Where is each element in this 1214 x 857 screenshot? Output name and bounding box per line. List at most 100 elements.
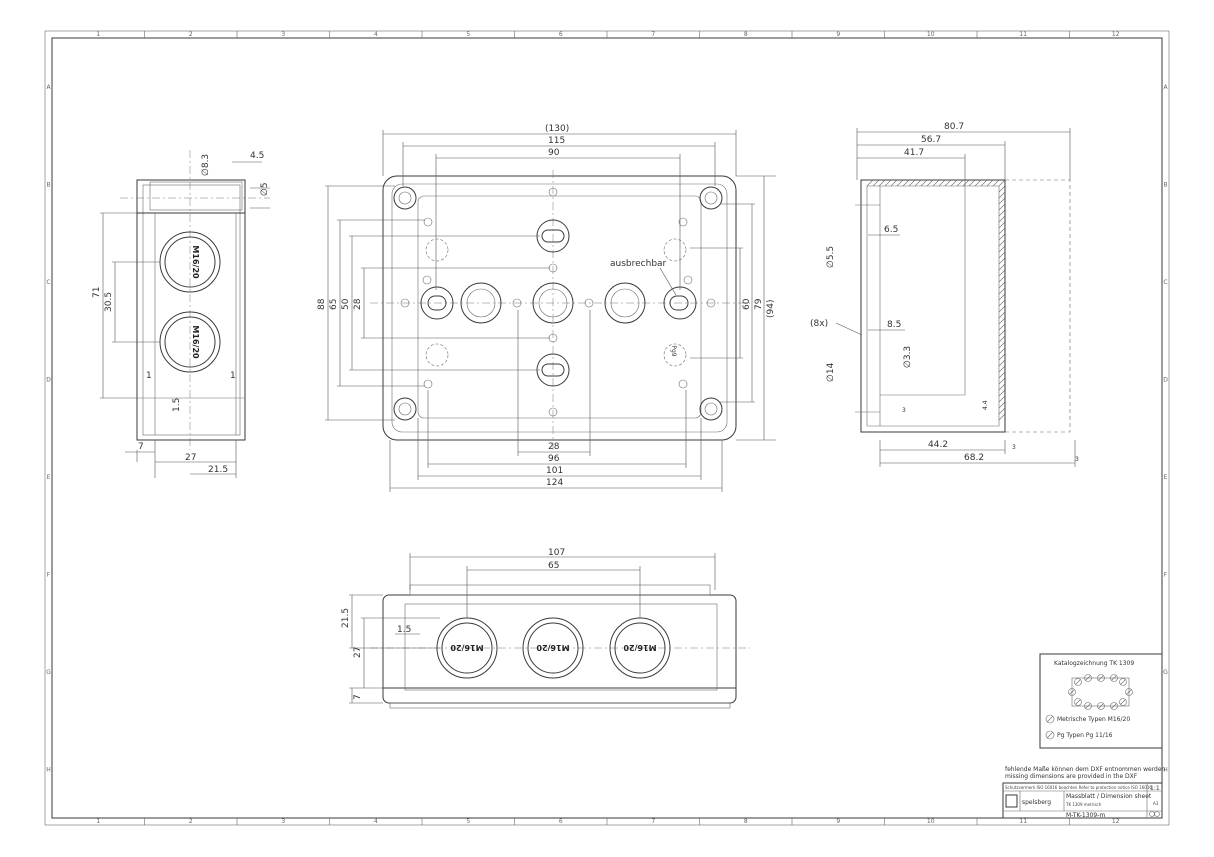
catalog-hole-slash xyxy=(1120,679,1126,685)
hatch-line xyxy=(998,335,1006,343)
left-dim-71: 71 xyxy=(92,287,102,298)
hatch-line xyxy=(896,179,904,187)
row-label-left: B xyxy=(46,181,50,188)
catalog-hole xyxy=(1110,702,1118,710)
column-label-bottom: 2 xyxy=(189,818,193,825)
catalog-hole-slash xyxy=(1075,699,1081,705)
right-dim-4-4: 4.4 xyxy=(982,400,989,410)
hatch-line xyxy=(872,179,880,187)
front-dim-88: 88 xyxy=(317,298,327,310)
catalog-hole-slash xyxy=(1075,679,1081,685)
column-label-top: 7 xyxy=(651,31,655,38)
hatch-line xyxy=(938,179,946,187)
catalog-hole-pattern xyxy=(1068,674,1133,710)
hatch-line xyxy=(998,197,1006,205)
column-label-top: 1 xyxy=(96,31,100,38)
hatch-line xyxy=(998,371,1006,379)
hatch-line xyxy=(998,287,1006,295)
right-dim-41-7: 41.7 xyxy=(904,148,924,158)
title-sheet-title: Massblatt / Dimension sheet xyxy=(1066,793,1152,800)
left-dim-30-5: 30.5 xyxy=(104,292,114,312)
left-gland-label-1: M16/20 xyxy=(191,245,200,279)
right-dim-3a: 3 xyxy=(902,407,906,414)
column-label-bottom: 1 xyxy=(96,818,100,825)
left-gland-label-2: M16/20 xyxy=(191,325,200,359)
hatch-line xyxy=(998,317,1006,325)
row-label-right: B xyxy=(1163,181,1167,188)
column-label-top: 11 xyxy=(1019,31,1027,38)
hatch-line xyxy=(920,179,928,187)
right-dim-8-5: 8.5 xyxy=(887,320,901,330)
right-dim-d14: ∅14 xyxy=(826,362,836,382)
left-dim-21-5: 21.5 xyxy=(208,465,228,475)
right-dim-68-2: 68.2 xyxy=(964,453,984,463)
left-side-view: M16/20 M16/20 ∅8.3 4.5 ∅5 71 30.5 1 1 1.… xyxy=(92,150,270,478)
right-dim-56-7: 56.7 xyxy=(921,135,941,145)
row-label-right: C xyxy=(1163,279,1167,286)
row-label-left: F xyxy=(47,571,51,578)
row-label-left: D xyxy=(46,376,51,383)
right-dim-44-2: 44.2 xyxy=(928,440,948,450)
left-dim-d8-3: ∅8.3 xyxy=(201,154,211,176)
hatch-line xyxy=(998,395,1006,403)
hatch-line xyxy=(998,359,1006,367)
title-product: TK 1309 metrisch xyxy=(1065,802,1102,807)
row-label-left: E xyxy=(47,474,51,481)
bottom-dim-65: 65 xyxy=(548,561,559,571)
note-english: missing dimensions are provided in the D… xyxy=(1005,773,1138,780)
front-dim-65: 65 xyxy=(329,299,339,310)
catalog-title: Katalogzeichnung TK 1309 xyxy=(1054,660,1134,667)
hatch-line xyxy=(956,179,964,187)
bottom-gland-label-1: M16/20 xyxy=(450,643,484,652)
left-dim-d5: ∅5 xyxy=(260,182,270,196)
catalog-hole xyxy=(1097,674,1105,682)
front-dim-90: 90 xyxy=(548,148,560,158)
hatch-line xyxy=(986,179,994,187)
hatch-line xyxy=(998,305,1006,313)
hatch-line xyxy=(998,251,1006,259)
column-label-bottom: 9 xyxy=(836,818,840,825)
bottom-gland-label-3: M16/20 xyxy=(623,643,657,652)
front-dim-124: 124 xyxy=(546,478,563,488)
front-dim-101: 101 xyxy=(546,466,563,476)
column-label-bottom: 8 xyxy=(744,818,748,825)
dxf-notes: fehlende Maße können dem DXF entnommen w… xyxy=(1005,766,1166,780)
row-label-left: C xyxy=(46,279,50,286)
front-dim-96: 96 xyxy=(548,454,560,464)
catalog-hole-slash xyxy=(1111,703,1117,709)
hatch-line xyxy=(998,191,1006,199)
right-dim-d5-5: ∅5.5 xyxy=(826,246,836,268)
column-label-bottom: 11 xyxy=(1019,818,1027,825)
front-dim-130: (130) xyxy=(545,124,569,134)
hatch-line xyxy=(998,281,1006,289)
note-german: fehlende Maße können dem DXF entnommen w… xyxy=(1005,766,1166,773)
hatch-line xyxy=(998,293,1006,301)
column-label-top: 8 xyxy=(744,31,748,38)
hatch-line xyxy=(866,179,874,187)
catalog-hole-slash xyxy=(1098,675,1104,681)
left-dim-4-5: 4.5 xyxy=(250,151,264,161)
catalog-hole xyxy=(1110,674,1118,682)
title-protection-note: Schutzvermerk ISO 16016 beachten Refer t… xyxy=(1005,785,1152,790)
hatch-line xyxy=(908,179,916,187)
hatch-line xyxy=(890,179,898,187)
front-dim-60: 60 xyxy=(742,298,752,310)
hatch-line xyxy=(998,185,1006,193)
right-dim-3b: 3 xyxy=(1012,444,1016,451)
catalog-hole-slash xyxy=(1120,699,1126,705)
front-dim-50: 50 xyxy=(341,298,351,310)
catalog-hole xyxy=(1125,688,1133,696)
hatch-line xyxy=(968,179,976,187)
front-label-ausbrechbar: ausbrechbar xyxy=(610,259,667,269)
column-label-top: 9 xyxy=(836,31,840,38)
hatch-line xyxy=(998,245,1006,253)
hatch-line xyxy=(998,179,1006,187)
title-block: Schutzvermerk ISO 16016 beachten Refer t… xyxy=(1002,782,1163,819)
right-dim-d3-3: ∅3.3 xyxy=(903,346,913,368)
right-section-view: 80.7 56.7 41.7 6.5 ∅5.5 (8x) 8.5 ∅3.3 ∅1… xyxy=(810,122,1079,467)
front-dim-28: 28 xyxy=(353,298,363,310)
front-dim-28b: 28 xyxy=(548,442,560,452)
